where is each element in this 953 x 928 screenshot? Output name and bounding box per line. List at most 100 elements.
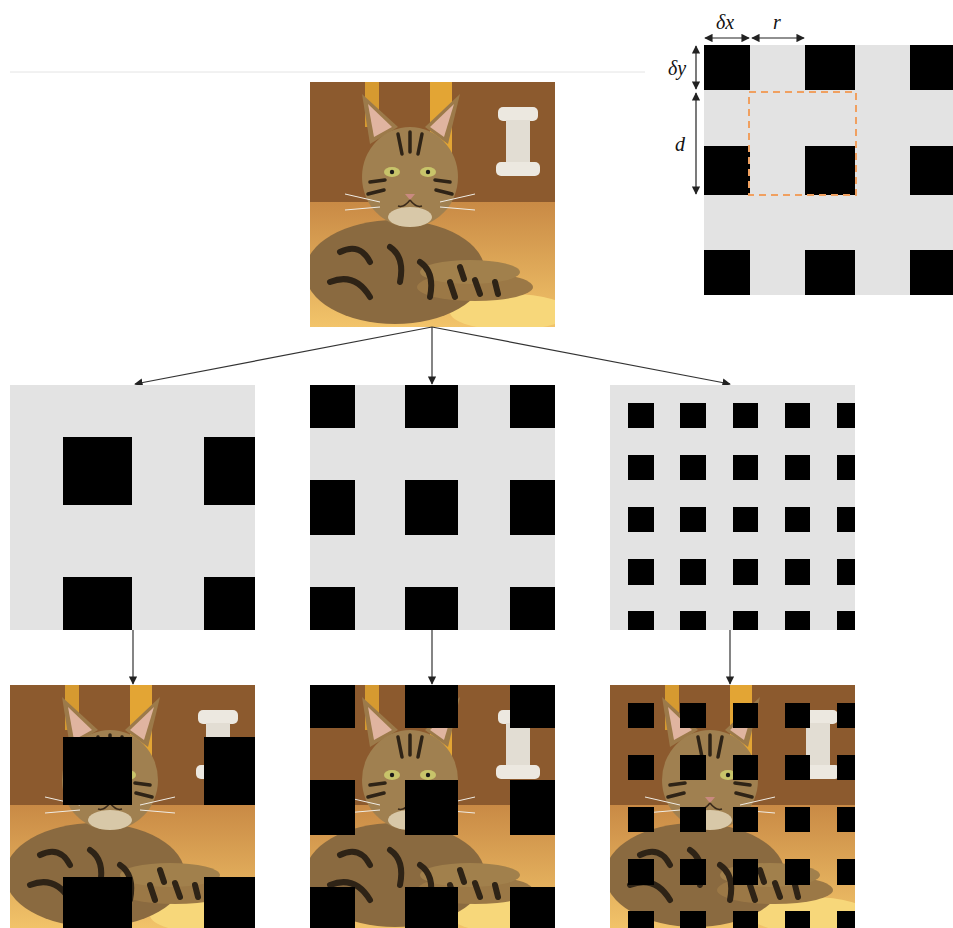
- masked-photo: [605, 685, 870, 928]
- mask-square: [680, 455, 706, 480]
- mask-square: [628, 403, 654, 428]
- flow-arrow: [431, 630, 432, 684]
- mask-square: [510, 587, 555, 630]
- mask-square: [785, 755, 810, 780]
- mask-square: [733, 703, 758, 728]
- mask-square: [785, 859, 810, 885]
- cat-photo: [605, 685, 870, 928]
- mask-square: [510, 685, 555, 728]
- mask-square: [680, 611, 706, 630]
- mask-square: [628, 911, 654, 928]
- mask-square: [785, 403, 810, 428]
- mask-square: [405, 780, 458, 835]
- grid-mask: [10, 385, 255, 630]
- mask-square: [63, 577, 132, 630]
- mask-square: [628, 755, 654, 780]
- mask-ground: [310, 385, 555, 630]
- mask-square: [733, 859, 758, 885]
- mask-square: [204, 737, 255, 805]
- mask-square: [704, 45, 750, 90]
- flow-arrow: [135, 327, 432, 384]
- flow-arrow: [132, 630, 133, 684]
- mask-square: [63, 437, 132, 505]
- mask-square: [405, 887, 458, 928]
- mask-square: [628, 507, 654, 532]
- mask-square: [628, 455, 654, 480]
- mask-square: [805, 250, 855, 295]
- mask-square: [204, 437, 255, 505]
- masked-photo: [305, 685, 570, 928]
- dimension-arrow: [695, 46, 696, 89]
- mask-square: [310, 587, 355, 630]
- mask-square: [704, 250, 750, 295]
- mask-square: [63, 877, 132, 928]
- flow-arrow: [729, 630, 730, 684]
- dimension-label: δy: [668, 58, 686, 78]
- mask-square: [680, 911, 706, 928]
- mask-square: [785, 911, 810, 928]
- mask-square: [405, 685, 458, 728]
- mask-square: [837, 807, 855, 832]
- mask-square: [704, 146, 750, 195]
- mask-ground: [704, 45, 953, 295]
- mask-square: [405, 587, 458, 630]
- mask-square: [910, 250, 953, 295]
- mask-square: [785, 703, 810, 728]
- mask-square: [733, 807, 758, 832]
- mask-square: [310, 887, 355, 928]
- mask-square: [837, 859, 855, 885]
- mask-square: [837, 611, 855, 630]
- mask-square: [680, 807, 706, 832]
- cat-photo: [305, 685, 570, 928]
- mask-square: [310, 480, 355, 535]
- grid-mask: [610, 385, 855, 630]
- mask-square: [680, 403, 706, 428]
- mask-square: [310, 385, 355, 428]
- flow-arrow: [432, 327, 730, 384]
- mask-square: [405, 385, 458, 428]
- dimension-label: d: [675, 134, 685, 154]
- mask-square: [837, 559, 855, 585]
- mask-square: [785, 807, 810, 832]
- mask-square: [628, 703, 654, 728]
- dimension-arrow: [752, 37, 804, 38]
- mask-square: [837, 911, 855, 928]
- mask-square: [628, 807, 654, 832]
- divider-line: [10, 72, 645, 73]
- mask-square: [510, 780, 555, 835]
- mask-square: [837, 455, 855, 480]
- mask-square: [628, 611, 654, 630]
- grid-schematic: [704, 45, 953, 295]
- mask-ground: [610, 385, 855, 630]
- mask-square: [628, 559, 654, 585]
- mask-square: [785, 507, 810, 532]
- dimension-arrow: [695, 93, 696, 194]
- flow-arrow: [431, 327, 432, 384]
- mask-square: [405, 480, 458, 535]
- mask-square: [733, 455, 758, 480]
- mask-square: [805, 45, 855, 90]
- mask-square: [204, 877, 255, 928]
- cat-photo: [305, 82, 570, 330]
- mask-square: [910, 45, 953, 90]
- mask-square: [204, 577, 255, 630]
- mask-square: [63, 737, 132, 805]
- mask-square: [733, 559, 758, 585]
- mask-square: [837, 755, 855, 780]
- dimension-label: r: [773, 12, 781, 32]
- mask-square: [733, 755, 758, 780]
- mask-square: [680, 703, 706, 728]
- mask-square: [785, 455, 810, 480]
- dimension-lines: [696, 38, 804, 194]
- mask-square: [680, 507, 706, 532]
- mask-square: [510, 480, 555, 535]
- dimension-arrow: [705, 37, 749, 38]
- mask-square: [510, 385, 555, 428]
- mask-square: [310, 685, 355, 728]
- mask-square: [680, 559, 706, 585]
- grid-unit-outline: [749, 92, 856, 195]
- mask-square: [628, 859, 654, 885]
- mask-square: [837, 507, 855, 532]
- dimension-label: δx: [716, 12, 734, 32]
